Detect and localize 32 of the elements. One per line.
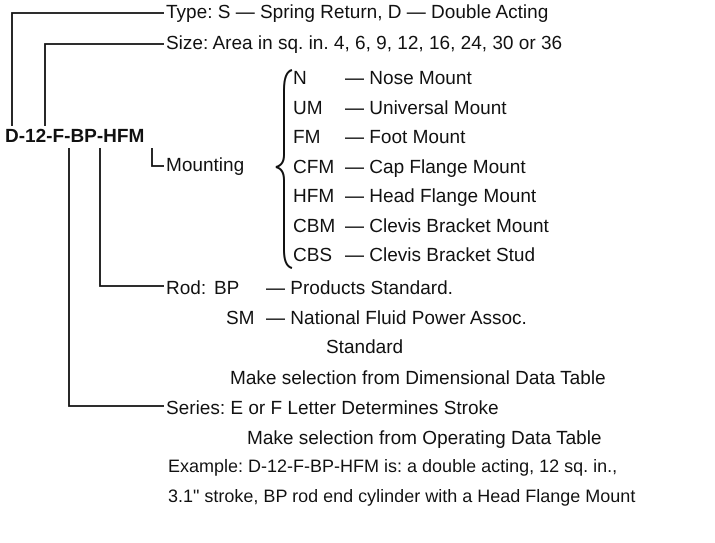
option-code: SM — [226, 307, 254, 331]
option-description: — Foot Mount — [345, 126, 466, 150]
field-label: Mounting — [166, 154, 244, 178]
option-code: BP — [214, 277, 240, 301]
field-label: Series: E or F Letter Determines Stroke — [166, 397, 499, 421]
option-description: — Clevis Bracket Mount — [345, 214, 549, 238]
leader-line — [11, 12, 164, 126]
option-description: — National Fluid Power Assoc. Standard — [266, 307, 528, 360]
option-code: FM — [293, 126, 320, 150]
leader-line — [44, 43, 164, 126]
example-text: Example: D-12-F-BP-HFM is: a double acting, 12 sq. in., 3.1" stroke, BP rod end cylinder with a Head Flange Mount — [168, 455, 636, 508]
option-code: CBS — [293, 244, 332, 268]
option-code: UM — [293, 96, 323, 120]
leader-line — [151, 148, 164, 167]
option-code: CFM — [293, 156, 334, 180]
option-code: N — [293, 67, 307, 91]
field-label: Size: Area in sq. in. 4, 6, 9, 12, 16, 24, 30 or 36 — [166, 32, 562, 56]
leader-line — [68, 148, 164, 407]
model-code: D-12-F-BP-HFM — [5, 126, 144, 148]
option-description: — Products Standard. — [266, 277, 453, 301]
option-description: — Cap Flange Mount — [345, 156, 526, 180]
option-code: CBM — [293, 214, 336, 238]
note-text: Make selection from Operating Data Table — [247, 427, 602, 451]
option-code: HFM — [293, 185, 334, 209]
note-text: Make selection from Dimensional Data Table — [230, 367, 606, 391]
field-label: Type: S — Spring Return, D — Double Acting — [166, 1, 548, 25]
option-description: — Head Flange Mount — [345, 185, 536, 209]
option-description: — Universal Mount — [345, 96, 507, 120]
option-description: — Clevis Bracket Stud — [345, 244, 536, 268]
option-description: — Nose Mount — [345, 67, 472, 91]
leader-line — [99, 148, 164, 287]
field-label: Rod: — [166, 277, 206, 301]
